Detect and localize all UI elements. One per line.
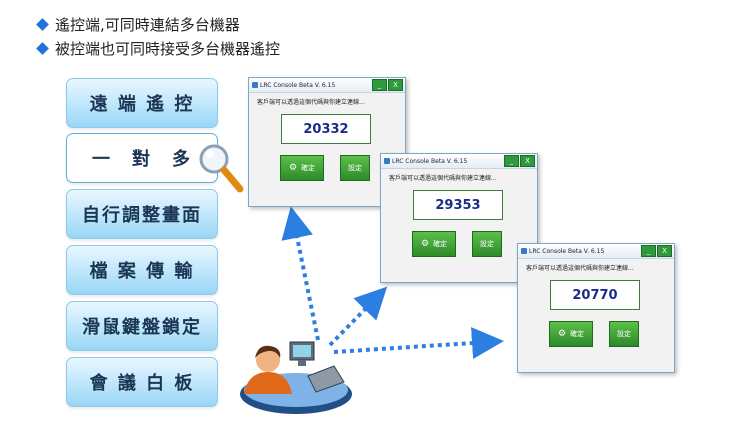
menu-item-label: 會 議 白 板: [89, 373, 195, 394]
arrow-to-dialog-2: [328, 286, 388, 347]
connection-code-field[interactable]: 20332: [281, 114, 371, 144]
dialog-message: 客戶端可以透過這個代碼與你建立連線...: [389, 175, 497, 182]
app-icon: [384, 158, 390, 164]
console-dialog-2: LRC Console Beta V. 6.15 _ X 客戶端可以透過這個代碼…: [380, 153, 538, 283]
menu-item-label: 一 對 多: [92, 149, 192, 170]
user-computer-illustration: [240, 341, 352, 414]
console-dialog-1: LRC Console Beta V. 6.15 _ X 客戶端可以透過這個代碼…: [248, 77, 406, 207]
bullet-item: 遙控端,可同時連結多台機器: [36, 12, 280, 36]
menu-item-label: 檔 案 傳 輸: [89, 261, 195, 282]
menu-item-whiteboard[interactable]: 會 議 白 板: [66, 357, 218, 407]
minimize-button[interactable]: _: [641, 245, 656, 257]
menu-item-file-transfer[interactable]: 檔 案 傳 輸: [66, 245, 218, 295]
dialog-message: 客戶端可以透過這個代碼與你建立連線...: [257, 99, 365, 106]
dialog-title: LRC Console Beta V. 6.15: [392, 157, 468, 165]
close-button[interactable]: X: [388, 79, 403, 91]
connection-code-field[interactable]: 20770: [550, 280, 640, 310]
ok-button[interactable]: ⚙確定: [412, 231, 456, 257]
menu-item-label: 滑鼠鍵盤鎖定: [82, 317, 202, 338]
minimize-button[interactable]: _: [372, 79, 387, 91]
menu-item-one-to-many[interactable]: 一 對 多: [66, 133, 218, 183]
dialog-title: LRC Console Beta V. 6.15: [529, 247, 605, 255]
ok-button[interactable]: ⚙確定: [549, 321, 593, 347]
menu-item-label: 遠 端 遙 控: [89, 94, 195, 115]
settings-button[interactable]: 設定: [340, 155, 370, 181]
close-button[interactable]: X: [657, 245, 672, 257]
bullet-text: 被控端也可同時接受多台機器遙控: [55, 39, 281, 58]
menu-item-mouse-keyboard-lock[interactable]: 滑鼠鍵盤鎖定: [66, 301, 218, 351]
ok-label: 確定: [433, 240, 448, 248]
gear-icon: ⚙: [420, 239, 430, 249]
bullet-text: 遙控端,可同時連結多台機器: [55, 15, 240, 34]
ok-label: 確定: [301, 164, 316, 172]
settings-label: 設定: [480, 240, 494, 248]
gear-icon: ⚙: [557, 329, 567, 339]
ok-label: 確定: [570, 330, 585, 338]
app-icon: [252, 82, 258, 88]
gear-icon: ⚙: [288, 163, 298, 173]
settings-label: 設定: [617, 330, 631, 338]
ok-button[interactable]: ⚙確定: [280, 155, 324, 181]
dialog-message: 客戶端可以透過這個代碼與你建立連線...: [526, 265, 634, 272]
menu-item-remote-control[interactable]: 遠 端 遙 控: [66, 78, 218, 128]
app-icon: [521, 248, 527, 254]
arrow-to-dialog-3: [333, 327, 504, 360]
dialog-titlebar: LRC Console Beta V. 6.15 _ X: [518, 244, 674, 259]
menu-item-adjust-screen[interactable]: 自行調整畫面: [66, 189, 218, 239]
close-button[interactable]: X: [520, 155, 535, 167]
dialog-titlebar: LRC Console Beta V. 6.15 _ X: [381, 154, 537, 169]
settings-button[interactable]: 設定: [472, 231, 502, 257]
dialog-titlebar: LRC Console Beta V. 6.15 _ X: [249, 78, 405, 93]
bullet-list: 遙控端,可同時連結多台機器 被控端也可同時接受多台機器遙控: [36, 12, 281, 60]
menu-item-label: 自行調整畫面: [82, 205, 202, 226]
console-dialog-3: LRC Console Beta V. 6.15 _ X 客戶端可以透過這個代碼…: [517, 243, 675, 373]
minimize-button[interactable]: _: [504, 155, 519, 167]
bullet-item: 被控端也可同時接受多台機器遙控: [36, 36, 281, 60]
settings-label: 設定: [348, 164, 362, 172]
connection-code-field[interactable]: 29353: [413, 190, 503, 220]
arrow-to-dialog-1: [281, 206, 320, 341]
magnifier-icon: [199, 144, 244, 193]
settings-button[interactable]: 設定: [609, 321, 639, 347]
dialog-title: LRC Console Beta V. 6.15: [260, 81, 336, 89]
